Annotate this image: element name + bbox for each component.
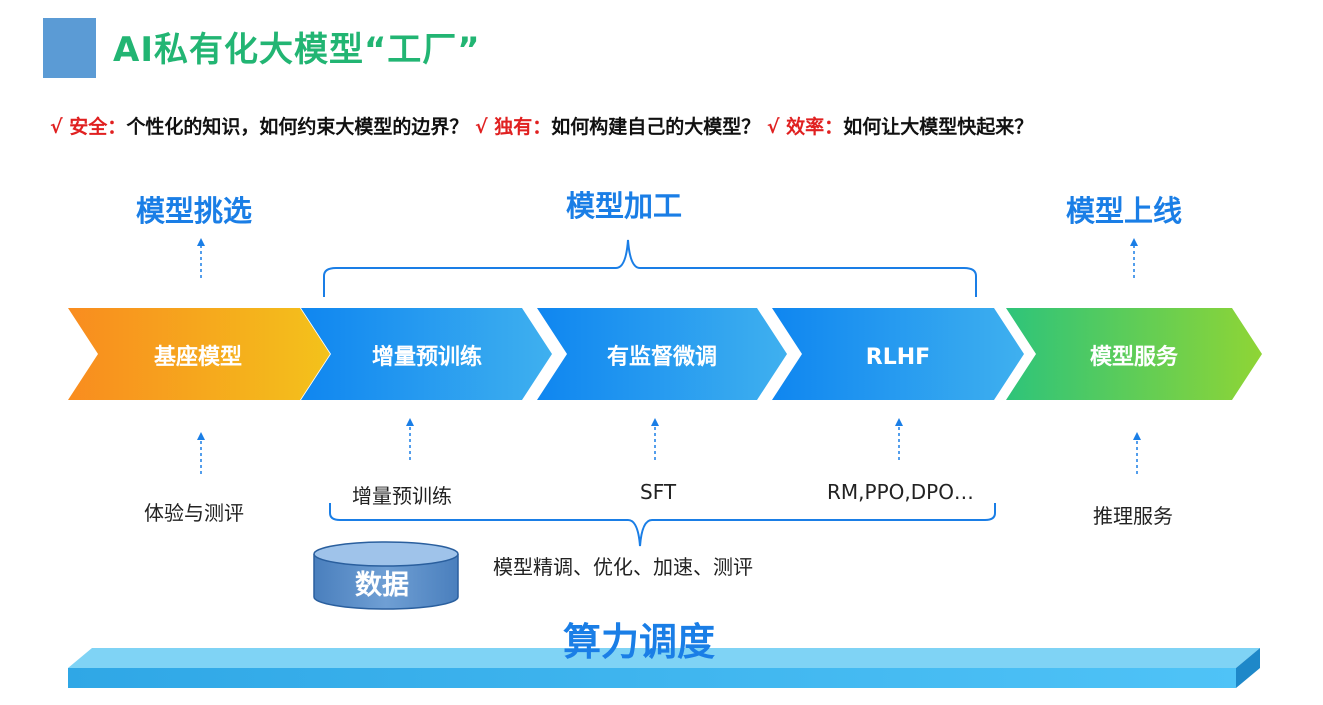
title-accent-square <box>43 18 96 78</box>
arrow-up-sft <box>651 418 659 460</box>
pipeline-step-sft <box>537 308 787 400</box>
compute-platform-bar <box>68 648 1260 688</box>
requirement-text-security: 个性化的知识，如何约束大模型的边界？ <box>126 116 469 138</box>
check-mark: √ <box>468 116 495 138</box>
arrow-up-model-service <box>1133 432 1141 474</box>
pipeline-step-label: 有监督微调 <box>607 344 717 370</box>
check-mark: √ <box>760 116 787 138</box>
tuning-note: 模型精调、优化、加速、测评 <box>493 555 753 579</box>
pipeline-step-incremental-pretrain <box>301 308 552 400</box>
sublabel-sft: SFT <box>640 480 677 504</box>
requirement-key-exclusive: 独有： <box>494 116 552 138</box>
pipeline-step-label: 增量预训练 <box>372 344 482 370</box>
requirement-text-efficiency: 如何让大模型快起来？ <box>843 116 1034 138</box>
phase-label-select: 模型挑选 <box>136 194 253 228</box>
pipeline-step-label: RLHF <box>866 345 930 370</box>
pipeline-step-label: 模型服务 <box>1090 345 1179 370</box>
pipeline-step-label: 基座模型 <box>154 344 242 370</box>
pipeline-step-rlhf <box>772 308 1024 400</box>
sublabel-experience-eval: 体验与测评 <box>144 501 244 525</box>
phase-label-process: 模型加工 <box>566 189 683 223</box>
data-cylinder-icon <box>313 541 459 610</box>
tuning-brace <box>329 503 996 547</box>
sublabel-inference-service: 推理服务 <box>1093 504 1173 528</box>
requirement-key-security: 安全： <box>69 116 127 138</box>
arrow-up-base-model <box>197 432 205 474</box>
sublabel-incremental-pretrain: 增量预训练 <box>352 484 452 508</box>
pipeline-step-base-model <box>68 308 330 400</box>
requirements-line: √ 安全：个性化的知识，如何约束大模型的边界？ √ 独有：如何构建自己的大模型？… <box>50 112 1033 139</box>
phase-label-online: 模型上线 <box>1066 194 1183 228</box>
sublabel-rm-ppo-dpo: RM,PPO,DPO… <box>827 480 974 504</box>
pipeline-step-model-service <box>1006 308 1262 400</box>
check-mark: √ <box>50 116 70 138</box>
compute-scheduling-label: 算力调度 <box>563 620 716 664</box>
process-brace <box>323 239 977 297</box>
page-title: AI私有化大模型“工厂” <box>113 30 481 70</box>
requirement-text-exclusive: 如何构建自己的大模型？ <box>551 116 761 138</box>
arrow-up-online <box>1130 238 1138 278</box>
data-label: 数据 <box>355 570 409 601</box>
arrow-up-incremental-pretrain <box>406 418 414 460</box>
arrow-up-select <box>197 238 205 278</box>
requirement-key-efficiency: 效率： <box>786 116 844 138</box>
arrow-up-rlhf <box>895 418 903 460</box>
